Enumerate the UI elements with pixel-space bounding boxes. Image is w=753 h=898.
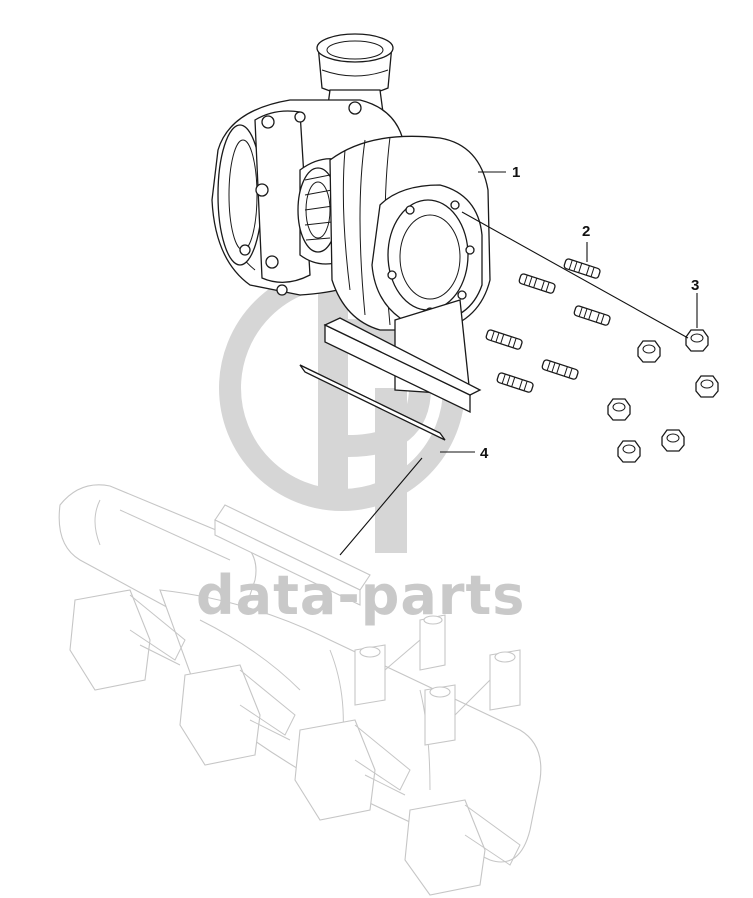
stud bbox=[541, 359, 579, 380]
leader-lines bbox=[339, 171, 698, 556]
watermark-text: data-parts bbox=[196, 564, 525, 627]
stud bbox=[518, 273, 556, 294]
nuts bbox=[607, 329, 719, 463]
stud bbox=[563, 258, 601, 279]
gasket bbox=[299, 364, 446, 441]
stud bbox=[485, 329, 523, 350]
turbocharger bbox=[211, 33, 491, 414]
nut bbox=[637, 340, 661, 363]
stud bbox=[496, 372, 534, 393]
nut bbox=[607, 398, 631, 421]
callouts: 1 2 3 4 bbox=[480, 164, 699, 462]
exhaust-manifold bbox=[58, 484, 542, 896]
stud bbox=[573, 305, 611, 326]
nut bbox=[661, 429, 685, 452]
nut bbox=[695, 375, 719, 398]
callout-2-label: 2 bbox=[582, 223, 590, 240]
nut bbox=[685, 329, 709, 352]
nut bbox=[617, 440, 641, 463]
callout-1-label: 1 bbox=[512, 164, 520, 181]
callout-4-label: 4 bbox=[480, 445, 489, 462]
callout-3-label: 3 bbox=[691, 277, 699, 294]
studs bbox=[485, 258, 611, 393]
